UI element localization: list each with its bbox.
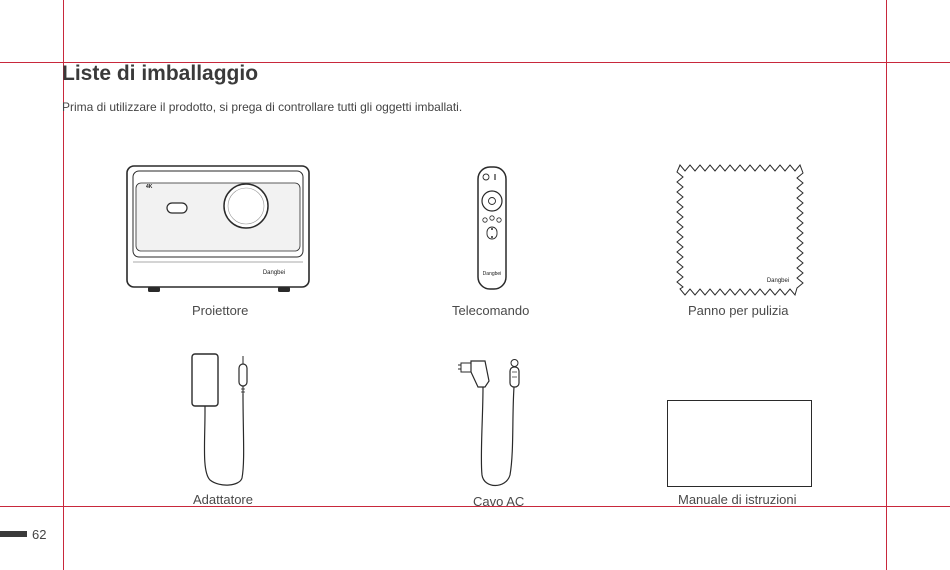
projector-badge: 4K	[146, 184, 153, 190]
remote-control-icon: Dangbei	[472, 165, 512, 295]
remote-brand: Dangbei	[483, 271, 502, 277]
margin-guide-right	[886, 0, 887, 570]
caption-adapter: Adattatore	[193, 492, 253, 507]
caption-projector: Proiettore	[192, 303, 248, 318]
caption-manual: Manuale di istruzioni	[678, 492, 797, 507]
intro-text: Prima di utilizzare il prodotto, si preg…	[62, 100, 462, 114]
projector-icon: 4K Dangbei	[126, 165, 312, 295]
manual-icon	[667, 400, 812, 487]
page-number-bar	[0, 531, 27, 537]
page-number: 62	[32, 527, 46, 542]
caption-remote-control: Telecomando	[452, 303, 529, 318]
caption-ac-cable: Cavo AC	[473, 494, 524, 509]
page-title: Liste di imballaggio	[62, 62, 258, 86]
cleaning-cloth-icon: Dangbei	[677, 165, 803, 295]
ac-cable-icon	[458, 357, 532, 489]
caption-cleaning-cloth: Panno per pulizia	[688, 303, 788, 318]
power-adapter-icon	[190, 352, 254, 492]
projector-brand: Dangbei	[263, 270, 285, 276]
cloth-brand: Dangbei	[767, 278, 789, 284]
